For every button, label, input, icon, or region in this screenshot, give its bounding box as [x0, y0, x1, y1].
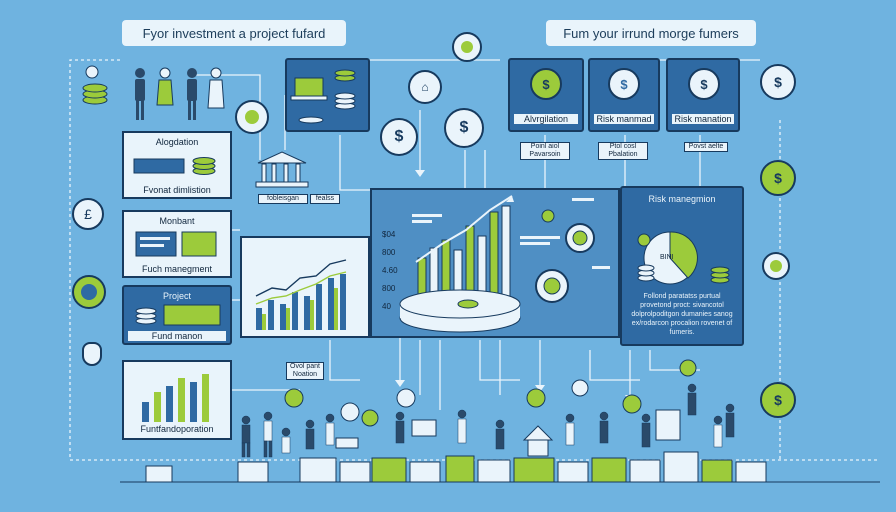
line-chart-panel: [240, 236, 370, 338]
bank-sign-2: fealss: [310, 194, 340, 204]
management-title: Monbant: [128, 216, 226, 226]
pie-chart-icon: [72, 275, 106, 309]
project-panel: Project Fund manon: [122, 285, 232, 345]
management-panel: Monbant Fuch manegment: [122, 210, 232, 278]
project-title: Project: [162, 291, 191, 301]
dollar-coin-icon: $: [444, 108, 484, 148]
note-1: Poinl aiol Pavarsoin: [520, 142, 570, 160]
piggy-bank-icon: £: [72, 198, 104, 230]
lightbulb-icon: [762, 252, 790, 280]
person-icon: [135, 67, 225, 120]
pie-chart-icon: [637, 231, 730, 285]
bar-chart-icon: [142, 374, 209, 422]
note-4: Ovol pant Noation: [286, 362, 324, 380]
project-caption: Fund manon: [128, 331, 226, 341]
axis-label: 800: [382, 284, 396, 293]
risk-management-panel: Risk manegmion BINI Follond paratatss pu…: [620, 186, 744, 346]
lightbulb-icon: [235, 100, 269, 134]
allocation-card-label: Alvrgilation: [514, 114, 578, 124]
target-icons: [535, 209, 595, 303]
bank-sign-1: fobleisgan: [258, 194, 308, 204]
top-right-banner: Fum your irrund morge fumers: [546, 20, 756, 46]
person-icon: [241, 383, 735, 458]
risk-card-1: $ Risk manmad: [588, 58, 660, 132]
coin-stack-icon: [135, 304, 221, 326]
coin-stack-icon: [82, 65, 108, 105]
note-2: Ptol cosl Pbalation: [598, 142, 648, 160]
coin-icons: [284, 359, 697, 427]
chart-axis-labels: $04 800 4.60 800 40: [382, 230, 412, 320]
risk-card-1-label: Risk manmad: [594, 114, 654, 124]
allocation-caption: Fvonat dimlistion: [128, 185, 226, 195]
allocation-card: $ Alvrgilation: [508, 58, 584, 132]
top-right-banner-text: Fum your irrund morge fumers: [563, 25, 739, 41]
allocation-panel: Alogdation Fvonat dimlistion: [122, 131, 232, 199]
axis-label: $04: [382, 230, 396, 239]
dollar-coin-icon: $: [688, 68, 720, 100]
allocation-title: Alogdation: [128, 137, 226, 147]
axis-label: 800: [382, 248, 396, 257]
laptop-coins-icon: [290, 69, 356, 124]
top-left-banner-text: Fyor investment a project fufard: [142, 25, 326, 41]
dollar-coin-icon: $: [380, 118, 418, 156]
risk-panel-text: Follond paratatss purtual provetond proc…: [631, 293, 733, 336]
dollar-coin-icon: $: [760, 160, 796, 196]
desk-icon: [335, 409, 681, 449]
house-icon: [522, 425, 554, 457]
lightbulb-icon: [452, 32, 482, 62]
pie-label: BINI: [660, 254, 674, 261]
line-chart: [255, 259, 347, 330]
dollar-coin-icon: $: [760, 64, 796, 100]
dollar-coin-icon: $: [760, 382, 796, 418]
axis-label: 40: [382, 302, 391, 311]
house-icon: ⌂: [408, 70, 442, 104]
note-3: Povst aelte: [684, 142, 728, 152]
gear-dollar-icon: $: [608, 68, 640, 100]
coin-stack-icon: [133, 157, 216, 175]
funding-panel: Funtfandoporation: [122, 360, 232, 440]
top-left-banner: Fyor investment a project fufard: [122, 20, 346, 46]
computer-coins-card: [285, 58, 370, 132]
risk-panel-title: Risk manegmion: [648, 194, 716, 204]
risk-card-2: $ Risk manation: [666, 58, 740, 132]
money-bag-icon: [82, 342, 102, 366]
pedestal: [399, 289, 521, 333]
axis-label: 4.60: [382, 266, 398, 275]
risk-card-2-label: Risk manation: [672, 114, 734, 124]
management-caption: Fuch manegment: [128, 264, 226, 274]
dollar-coin-icon: $: [530, 68, 562, 100]
funding-caption: Funtfandoporation: [128, 424, 226, 434]
dashboard-icon: [135, 231, 217, 257]
money-stacks: [145, 451, 767, 483]
